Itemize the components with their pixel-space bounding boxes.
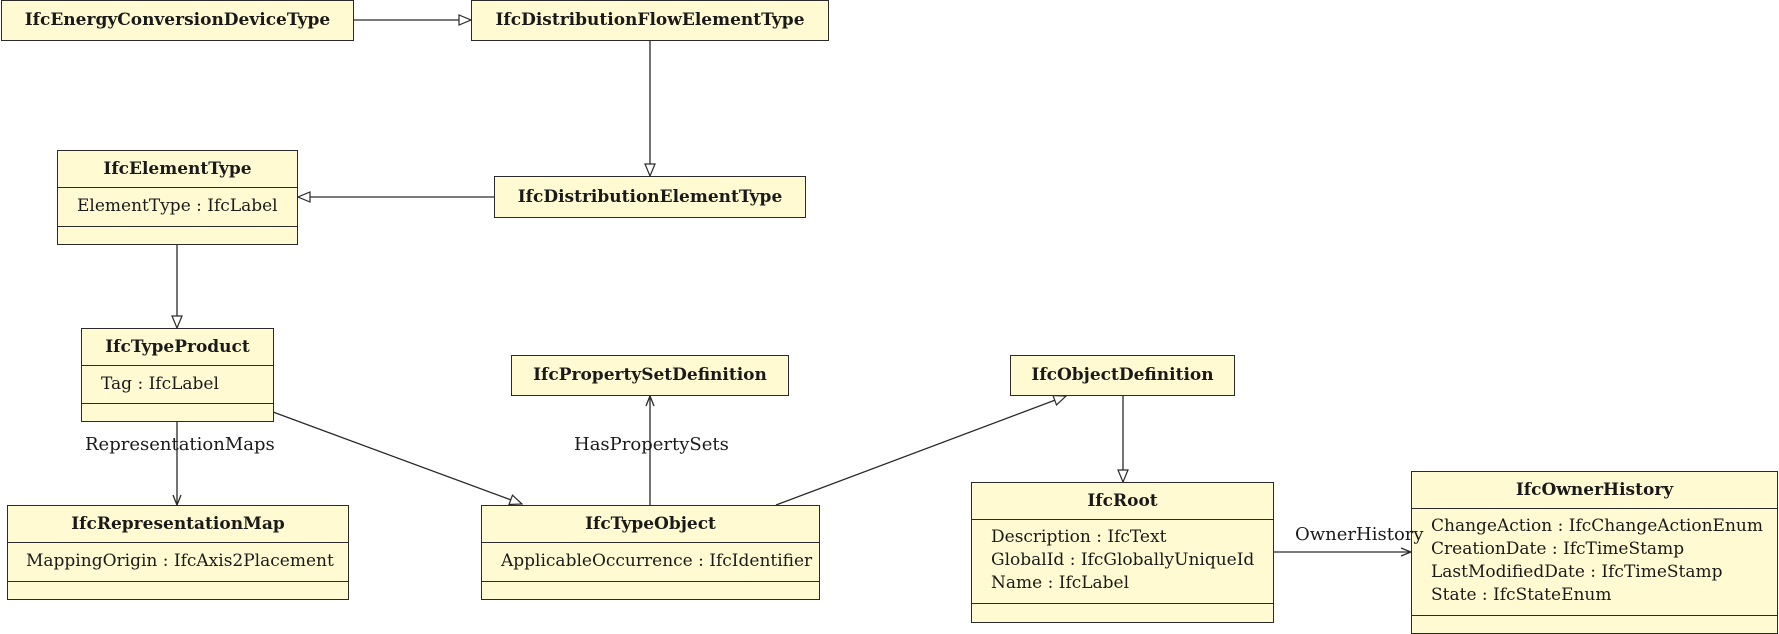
- attribute-list: ApplicableOccurrence : IfcIdentifier: [501, 550, 819, 573]
- compartment-divider: [482, 542, 819, 543]
- compartment-divider: [82, 365, 273, 366]
- compartment-divider: [1412, 508, 1777, 509]
- class-name: IfcRoot: [1087, 491, 1158, 511]
- generalization-typeproduct-to-typeobject: [272, 411, 522, 504]
- class-ifcdistributionelementtype: IfcDistributionElementType: [494, 176, 806, 218]
- compartment-divider: [482, 581, 819, 582]
- compartment-divider: [58, 226, 297, 227]
- association-label-representationmaps: RepresentationMaps: [85, 434, 275, 455]
- class-ifcelementtype: IfcElementType ElementType : IfcLabel: [57, 150, 298, 245]
- attribute: MappingOrigin : IfcAxis2Placement: [26, 551, 334, 571]
- class-ifcrepresentationmap: IfcRepresentationMap MappingOrigin : Ifc…: [7, 505, 349, 600]
- attribute: ChangeAction : IfcChangeActionEnum: [1431, 516, 1763, 536]
- class-ifcdistributionflowelementtype: IfcDistributionFlowElementType: [471, 0, 829, 41]
- association-label-ownerhistory: OwnerHistory: [1295, 524, 1424, 545]
- class-name: IfcObjectDefinition: [1031, 365, 1214, 385]
- attribute: State : IfcStateEnum: [1431, 585, 1612, 605]
- attribute-list: Tag : IfcLabel: [101, 373, 273, 396]
- attribute: CreationDate : IfcTimeStamp: [1431, 539, 1685, 559]
- class-ifctypeobject: IfcTypeObject ApplicableOccurrence : Ifc…: [481, 505, 820, 600]
- class-ifcenergyconversiondevicetype: IfcEnergyConversionDeviceType: [1, 0, 354, 41]
- compartment-divider: [8, 542, 348, 543]
- attribute-list: ChangeAction : IfcChangeActionEnum Creat…: [1431, 515, 1777, 607]
- attribute: ApplicableOccurrence : IfcIdentifier: [501, 551, 813, 571]
- attribute: Tag : IfcLabel: [101, 374, 219, 394]
- attribute: GlobalId : IfcGloballyUniqueId: [991, 550, 1255, 570]
- attribute-list: ElementType : IfcLabel: [77, 195, 297, 218]
- class-ifcroot: IfcRoot Description : IfcText GlobalId :…: [971, 482, 1274, 623]
- compartment-divider: [972, 519, 1273, 520]
- attribute-list: Description : IfcText GlobalId : IfcGlob…: [991, 526, 1273, 595]
- class-name: IfcTypeProduct: [105, 337, 250, 357]
- attribute-list: MappingOrigin : IfcAxis2Placement: [26, 550, 348, 573]
- generalization-typeobject-to-objectdefinition: [775, 396, 1066, 506]
- attribute: Description : IfcText: [991, 527, 1167, 547]
- class-ifcownerhistory: IfcOwnerHistory ChangeAction : IfcChange…: [1411, 471, 1778, 634]
- compartment-divider: [58, 187, 297, 188]
- compartment-divider: [82, 403, 273, 404]
- class-ifctypeproduct: IfcTypeProduct Tag : IfcLabel: [81, 328, 274, 422]
- compartment-divider: [8, 581, 348, 582]
- class-ifcpropertysetdefinition: IfcPropertySetDefinition: [511, 355, 789, 396]
- compartment-divider: [972, 603, 1273, 604]
- attribute: ElementType : IfcLabel: [77, 196, 278, 216]
- class-name: IfcRepresentationMap: [71, 514, 285, 534]
- class-name: IfcDistributionFlowElementType: [495, 10, 805, 30]
- class-name: IfcEnergyConversionDeviceType: [24, 10, 331, 30]
- class-name: IfcOwnerHistory: [1515, 480, 1674, 500]
- class-ifcobjectdefinition: IfcObjectDefinition: [1010, 355, 1235, 396]
- attribute: Name : IfcLabel: [991, 573, 1130, 593]
- attribute: LastModifiedDate : IfcTimeStamp: [1431, 562, 1723, 582]
- class-name: IfcElementType: [103, 159, 252, 179]
- compartment-divider: [1412, 615, 1777, 616]
- class-name: IfcTypeObject: [585, 514, 716, 534]
- class-name: IfcPropertySetDefinition: [533, 365, 767, 385]
- class-name: IfcDistributionElementType: [517, 187, 783, 207]
- association-label-haspropertysets: HasPropertySets: [574, 434, 729, 455]
